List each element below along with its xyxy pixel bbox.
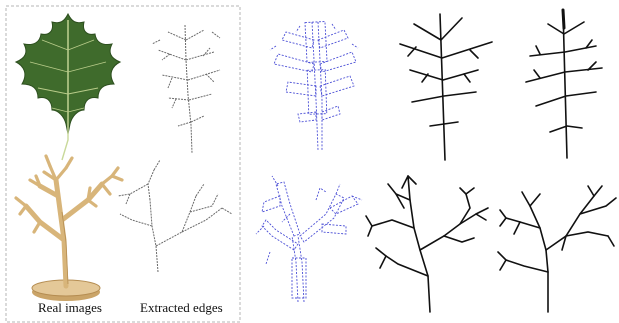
leaf-photo (16, 14, 120, 160)
branch-stand-photo (16, 156, 122, 301)
leaf-skeleton-tree-b (526, 10, 602, 158)
branch-extracted-edges (118, 160, 232, 272)
real-images-caption: Real images (38, 300, 102, 316)
branch-fitted-primitives (256, 176, 362, 302)
leaf-skeleton-tree-a (400, 14, 492, 160)
extracted-edges-caption: Extracted edges (140, 300, 223, 316)
leaf-extracted-edges (152, 25, 220, 153)
branch-skeleton-tree-a (366, 176, 488, 312)
leaf-fitted-primitives (270, 22, 358, 150)
branch-skeleton-tree-b (498, 186, 616, 312)
